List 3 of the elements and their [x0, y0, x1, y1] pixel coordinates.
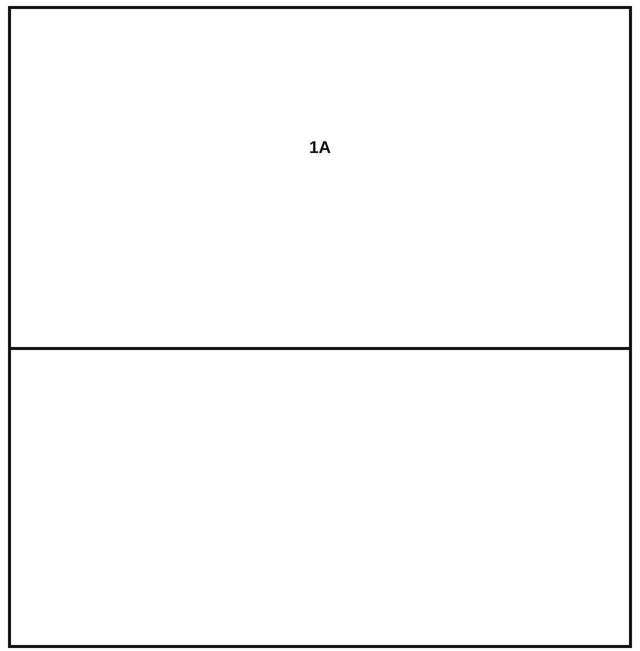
lower-panel [8, 347, 632, 648]
upper-panel [8, 6, 632, 350]
panel-label: 1A [309, 138, 331, 158]
